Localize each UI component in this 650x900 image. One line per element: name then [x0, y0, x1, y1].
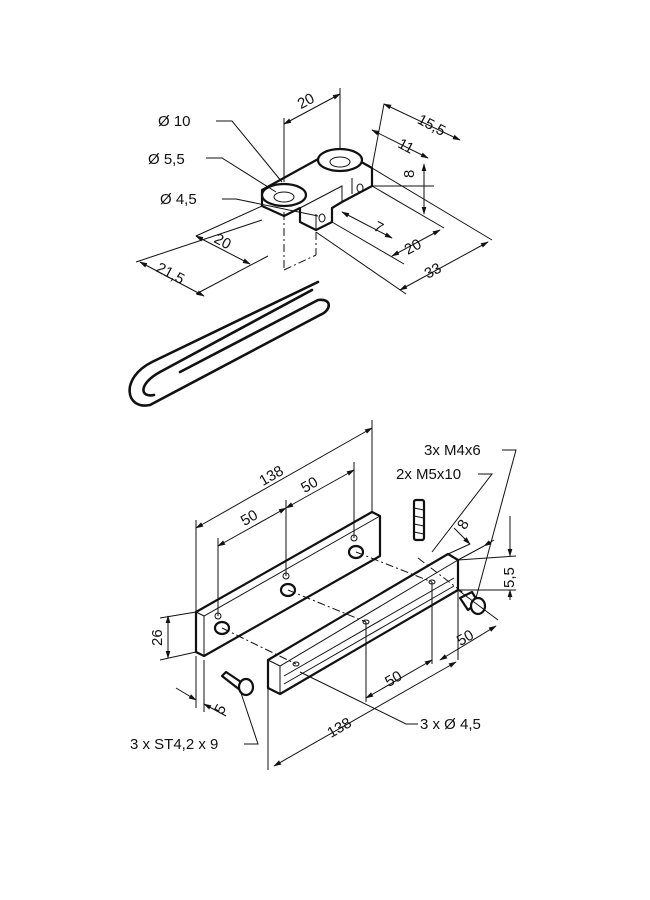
- m5-pin-callout: 2x M5x10: [396, 466, 494, 553]
- dim-20-top-label: 20: [295, 90, 318, 113]
- m4-screw: [458, 590, 487, 616]
- dim-15-5-label: 15,5: [414, 111, 448, 140]
- dim-8-rail: 8: [447, 517, 495, 561]
- dim-20-top: 20: [283, 88, 341, 182]
- dim-50-b: 50: [285, 462, 355, 538]
- st-screw-callout: 3 x ST4,2 x 9: [130, 689, 259, 753]
- m4-screw-label: 3x M4x6: [424, 442, 481, 459]
- dim-5: 5: [175, 656, 230, 717]
- dim-50-right-label: 50: [454, 627, 477, 650]
- rail-centerlines: [221, 551, 471, 665]
- m4-screw-callout: 3x M4x6: [424, 442, 517, 599]
- bracket-centerlines: [283, 212, 317, 271]
- dim-138-top-label: 138: [256, 462, 286, 489]
- dim-5-label: 5: [211, 701, 230, 717]
- dim-5-5-rail-label: 5,5: [501, 567, 518, 588]
- dim-11: 11: [371, 129, 429, 159]
- dim-21-5: 21,5: [135, 219, 269, 297]
- dim-dia-10: Ø 10: [158, 113, 283, 183]
- dim-50-b-label: 50: [298, 474, 321, 497]
- dim-33-label: 33: [422, 260, 445, 283]
- dim-15-5: 15,5: [371, 103, 461, 169]
- dim-20-left-label: 20: [211, 230, 234, 253]
- spring-clip: [128, 280, 331, 407]
- dia-10-label: Ø 10: [158, 113, 191, 130]
- dim-20-right-label: 20: [402, 236, 425, 259]
- dim-50-a: 50: [217, 500, 287, 616]
- dim-26-label: 26: [149, 629, 166, 646]
- st-screw-label: 3 x ST4,2 x 9: [130, 736, 218, 753]
- st-screw: [220, 670, 255, 697]
- dim-5-5-rail: 5,5: [457, 516, 518, 600]
- holes-callout: 3 x Ø 4,5: [299, 671, 481, 733]
- dim-8: 8: [372, 163, 434, 215]
- dim-20-left: 20: [195, 205, 263, 265]
- dim-26: 26: [149, 611, 197, 661]
- dim-50-a-label: 50: [238, 507, 261, 530]
- dia-5-5-label: Ø 5,5: [148, 151, 185, 168]
- dim-dia-5-5: Ø 5,5: [148, 151, 277, 193]
- dim-dia-4-5: Ø 4,5: [160, 191, 319, 217]
- dia-4-5-label: Ø 4,5: [160, 191, 197, 208]
- dim-8-label: 8: [401, 170, 418, 178]
- dim-33: 33: [315, 167, 493, 295]
- dim-7: 7: [341, 211, 393, 239]
- holes-label: 3 x Ø 4,5: [420, 716, 481, 733]
- dim-21-5-label: 21,5: [153, 259, 187, 288]
- dim-11-label: 11: [395, 135, 417, 157]
- dim-138-bottom-label: 138: [324, 714, 354, 741]
- m5-pin-label: 2x M5x10: [396, 466, 461, 483]
- bracket-part: [260, 147, 374, 232]
- threaded-pin: [412, 498, 426, 542]
- dim-50-right: 50: [439, 589, 499, 661]
